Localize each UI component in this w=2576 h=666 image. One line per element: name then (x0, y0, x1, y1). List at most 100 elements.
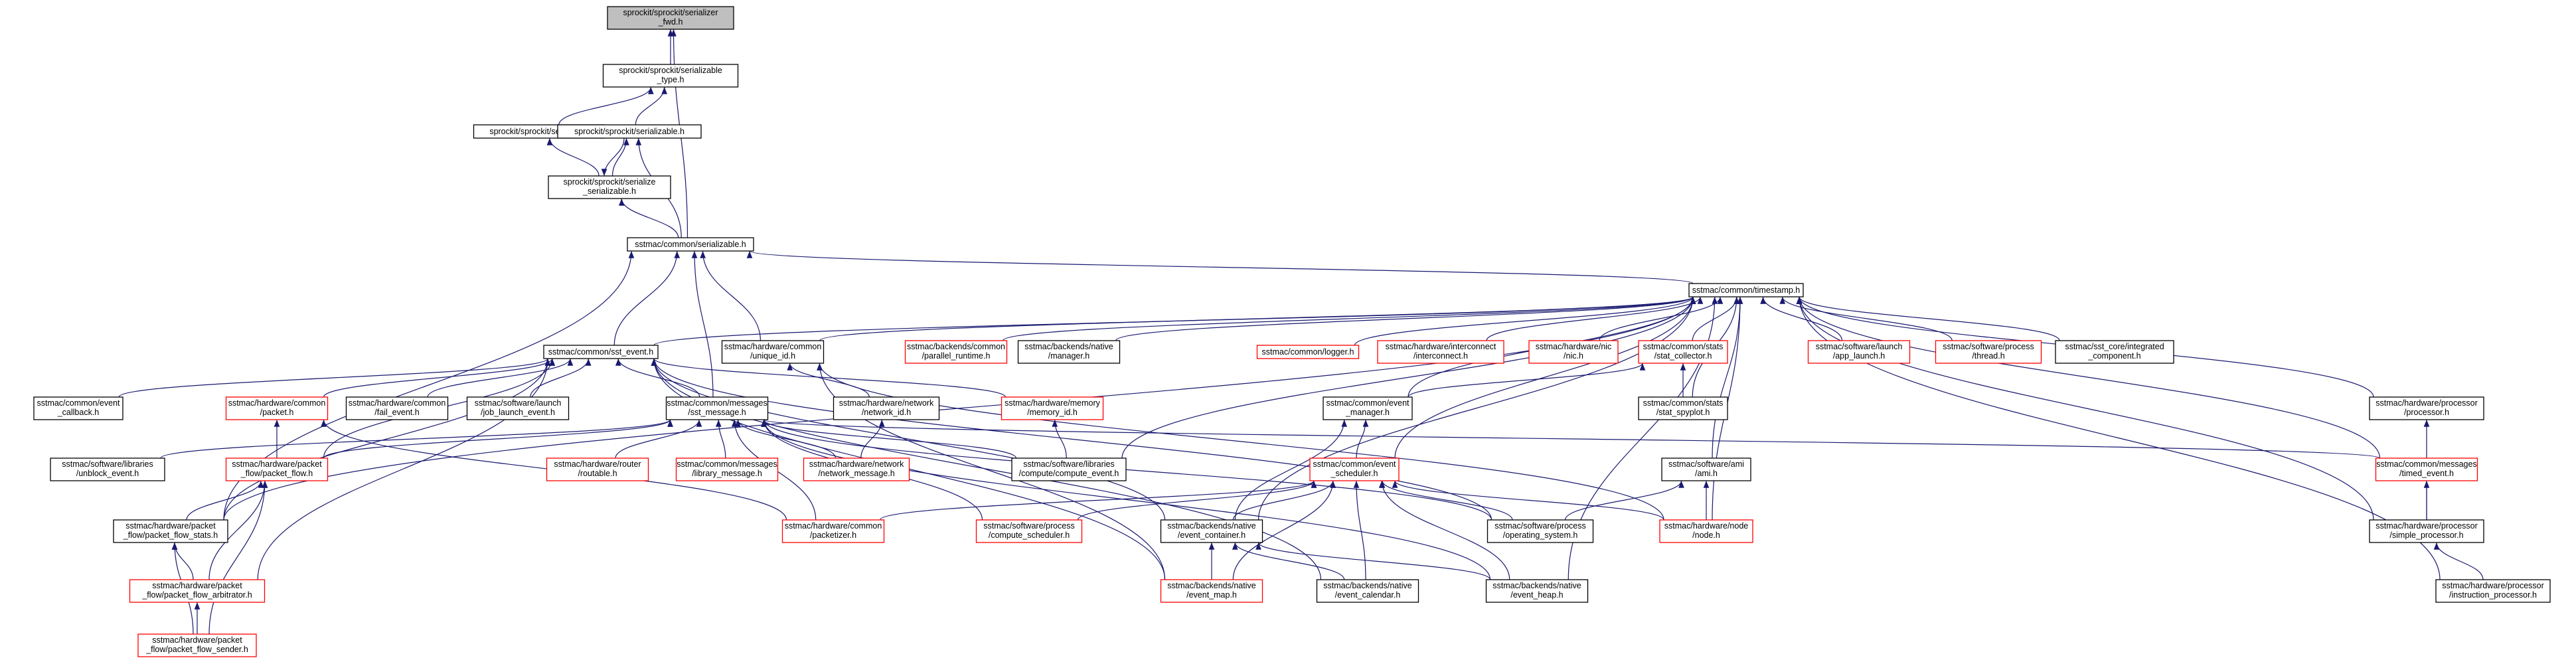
node-network-id[interactable]: sstmac/hardware/network/network_id.h (833, 396, 940, 420)
node-memory-id[interactable]: sstmac/hardware/memory/memory_id.h (1001, 396, 1104, 420)
node-label: sprockit/sprockit/serialize (564, 177, 656, 187)
node-unique-id[interactable]: sstmac/hardware/common/unique_id.h (721, 340, 825, 364)
node-label: sstmac/software/launch (475, 398, 562, 408)
node-label: /packet.h (260, 408, 294, 417)
edge-line (1796, 296, 2381, 459)
node-stat-spyplot[interactable]: sstmac/common/stats/stat_spyplot.h (1638, 396, 1728, 420)
node-serializable-type[interactable]: sprockit/sprockit/serializable_type.h (602, 64, 739, 88)
node-label: sstmac/common/stats (1643, 398, 1724, 408)
node-box (904, 340, 1008, 364)
node-label: _manager.h (1345, 408, 1390, 417)
node-library-message[interactable]: sstmac/common/messages/library_message.h (675, 458, 779, 481)
node-box (2435, 579, 2551, 603)
node-interconnect[interactable]: sstmac/hardware/interconnect/interconnec… (1377, 340, 1504, 364)
node-nic[interactable]: sstmac/hardware/nic/nic.h (1528, 340, 1619, 364)
node-packet[interactable]: sstmac/hardware/common/packet.h (225, 396, 329, 420)
node-parallel-runtime[interactable]: sstmac/backends/common/parallel_runtime.… (904, 340, 1008, 364)
edge-line (1796, 296, 2441, 580)
node-event-map[interactable]: sstmac/backends/native/event_map.h (1160, 579, 1263, 603)
node-label: sstmac/software/process (1494, 521, 1586, 531)
node-event-heap[interactable]: sstmac/backends/native/event_heap.h (1485, 579, 1589, 603)
node-box (627, 237, 754, 252)
node-timestamp[interactable]: sstmac/common/timestamp.h (1688, 283, 1804, 297)
node-common-serializable[interactable]: sstmac/common/serializable.h (627, 237, 754, 252)
node-label: sstmac/software/process (1943, 342, 2034, 351)
edge-unblock-event-to-sst-message (160, 419, 673, 459)
edge-compute-event-to-memory-id (1052, 419, 1067, 459)
node-app-launch[interactable]: sstmac/software/launch/app_launch.h (1807, 340, 1911, 364)
node-ami[interactable]: sstmac/software/ami/ami.h (1661, 458, 1751, 481)
edge-app-launch-to-timestamp (1760, 296, 1843, 341)
node-label: sstmac/hardware/common (724, 342, 822, 351)
node-event-scheduler[interactable]: sstmac/common/event_scheduler.h (1309, 458, 1400, 481)
edge-line (1779, 296, 1953, 341)
node-sprockit-serializable[interactable]: sprockit/sprockit/serializable.h (557, 124, 702, 139)
edge-line (160, 419, 673, 459)
node-box (1256, 345, 1360, 359)
node-label: sstmac/hardware/node (1664, 521, 1749, 531)
node-event-calendar[interactable]: sstmac/backends/native/event_calendar.h (1316, 579, 1419, 603)
node-integrated-component[interactable]: sstmac/sst_core/integrated_component.h (2055, 340, 2174, 364)
node-label: sstmac/hardware/router (554, 459, 641, 469)
node-event-callback[interactable]: sstmac/common/event_callback.h (33, 396, 123, 420)
node-processor[interactable]: sstmac/hardware/processor/processor.h (2369, 396, 2484, 420)
edge-line (1077, 480, 1317, 521)
node-label: sstmac/sst_core/integrated (2065, 342, 2164, 351)
edge-line (1486, 296, 1704, 341)
node-event-container[interactable]: sstmac/backends/native/event_container.h (1160, 519, 1263, 543)
node-operating-system[interactable]: sstmac/software/process/operating_system… (1487, 519, 1594, 543)
node-stat-collector[interactable]: sstmac/common/stats/stat_collector.h (1638, 340, 1728, 364)
node-serialize-serializable[interactable]: sprockit/sprockit/serialize_serializable… (548, 175, 671, 199)
edge-instruction-processor-to-timestamp (1796, 296, 2441, 580)
node-native-manager[interactable]: sstmac/backends/native/manager.h (1017, 340, 1121, 364)
edge-line (1378, 480, 1510, 580)
edge-library-message-to-sst-message (715, 419, 726, 459)
node-fail-event[interactable]: sstmac/hardware/common/fail_event.h (345, 396, 449, 420)
edge-simple-processor-to-timestamp (1796, 296, 2374, 521)
node-job-launch-event[interactable]: sstmac/software/launch/job_launch_event.… (466, 396, 570, 420)
node-logger[interactable]: sstmac/common/logger.h (1256, 345, 1360, 359)
node-packetizer[interactable]: sstmac/hardware/common/packetizer.h (781, 519, 885, 543)
node-packet-flow[interactable]: sstmac/hardware/packet_flow/packet_flow.… (225, 458, 329, 481)
node-sst-message[interactable]: sstmac/common/messages/sst_message.h (665, 396, 769, 420)
edge-node-to-unique-id (817, 363, 1664, 521)
edge-packet-flow-arbitrator-to-packet-flow (208, 480, 268, 580)
node-event-manager[interactable]: sstmac/common/event_manager.h (1323, 396, 1413, 420)
edge-line (761, 419, 1491, 580)
edge-line (715, 419, 726, 459)
node-sst-event[interactable]: sstmac/common/sst_event.h (543, 345, 659, 359)
node-packet-flow-arbitrator[interactable]: sstmac/hardware/packet_flow/packet_flow_… (129, 579, 266, 603)
node-label: /unique_id.h (750, 351, 795, 361)
edge-operating-system-to-sst-event (651, 358, 1492, 521)
node-serializer[interactable]: sprockit/sprockit/serializer_fwd.h (607, 6, 734, 30)
edge-sst-event-to-common-serializable (613, 250, 681, 346)
node-thread[interactable]: sstmac/software/process/thread.h (1935, 340, 2042, 364)
node-box (602, 64, 739, 88)
edge-line (1255, 542, 1491, 580)
node-compute-event[interactable]: sstmac/software/libraries/compute/comput… (1011, 458, 1127, 481)
node-simple-processor[interactable]: sstmac/hardware/processor/simple_process… (2369, 519, 2484, 543)
edge-compute-event-to-timestamp (1121, 296, 1696, 459)
node-network-message[interactable]: sstmac/hardware/network/network_message.… (803, 458, 910, 481)
node-label: sstmac/hardware/memory (1005, 398, 1101, 408)
node-box (1661, 458, 1751, 481)
node-label: sstmac/backends/native (1024, 342, 1113, 351)
node-packet-flow-sender[interactable]: sstmac/hardware/packet_flow/packet_flow_… (137, 633, 257, 657)
node-node[interactable]: sstmac/hardware/node/node.h (1659, 519, 1753, 543)
node-box (2055, 340, 2174, 364)
node-box (225, 396, 329, 420)
node-label: sstmac/hardware/common (785, 521, 882, 531)
edge-line (613, 250, 681, 346)
node-packet-flow-stats[interactable]: sstmac/hardware/packet_flow/packet_flow_… (113, 519, 228, 543)
node-unblock-event[interactable]: sstmac/software/libraries/unblock_event.… (50, 458, 165, 481)
edge-line (558, 86, 654, 125)
node-compute-scheduler[interactable]: sstmac/software/process/compute_schedule… (975, 519, 1083, 543)
node-instruction-processor[interactable]: sstmac/hardware/processor/instruction_pr… (2435, 579, 2551, 603)
node-timed-event[interactable]: sstmac/common/messages/timed_event.h (2375, 458, 2478, 481)
node-routable[interactable]: sstmac/hardware/router/routable.h (546, 458, 649, 481)
node-label: sstmac/backends/native (1167, 581, 1255, 590)
node-label: _callback.h (57, 408, 100, 417)
node-box (1309, 458, 1400, 481)
node-box (2369, 396, 2484, 420)
